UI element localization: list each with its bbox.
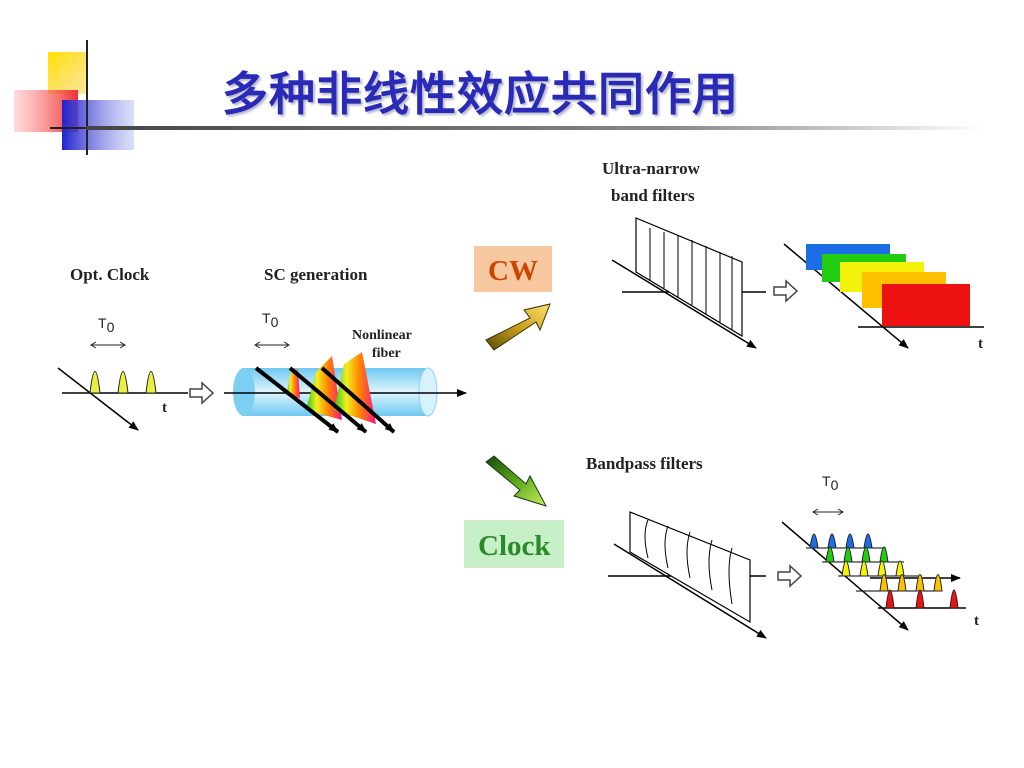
bandpass-label: Bandpass filters (586, 454, 703, 473)
filter-bank (635, 217, 743, 338)
pulse-row-blue (809, 533, 873, 549)
clock-box (464, 520, 564, 568)
opt-clock-group: Opt. Clock T0 t (57, 265, 188, 431)
fiber-label: fiber (372, 346, 401, 361)
diag-axis (783, 243, 909, 349)
filter-bank (629, 511, 751, 624)
fiber-end (233, 368, 255, 416)
ultra-narrow-filters-group: Ultra-narrow band filters t (602, 159, 984, 352)
diag-axis (57, 367, 139, 431)
nonlinear-fiber-label: Nonlinear (352, 328, 412, 343)
arrow-right-hollow (189, 381, 215, 405)
t0-label-3: T0 (822, 473, 839, 493)
sc-generation-group: SC generation T0 Nonlinear fiber (224, 265, 467, 434)
t0-label-1: T0 (98, 315, 115, 335)
diag-axis (613, 543, 767, 639)
clock-pulse (117, 371, 129, 394)
sc-generation-label: SC generation (264, 265, 368, 284)
clock-pulse (89, 371, 101, 394)
pulse-row-red (885, 589, 959, 609)
clock-pulse (145, 371, 157, 394)
pulse-row-orange (879, 574, 943, 592)
pulse-row-green (825, 546, 889, 563)
title-rule (86, 126, 986, 130)
bandpass-filters-group: Bandpass filters T0 (586, 454, 979, 639)
cw-box (474, 246, 552, 292)
band-filters-label: band filters (611, 186, 695, 205)
t0-label-2: T0 (262, 310, 279, 330)
cw-channel-red (882, 284, 970, 326)
arrow-down-right-green (485, 455, 548, 507)
opt-clock-label: Opt. Clock (70, 265, 150, 284)
corner-decoration (14, 40, 160, 155)
t-axis-label: t (978, 336, 983, 352)
clock-label: Clock (478, 530, 551, 562)
arrow-up-right-gold (485, 303, 551, 351)
pulse-row-yellow (841, 560, 905, 577)
t-axis-label: t (974, 613, 979, 629)
arrow-right-hollow (777, 564, 803, 588)
cw-label: CW (488, 255, 538, 287)
arrow-right-hollow (773, 279, 799, 303)
diag-axis (611, 259, 757, 349)
page-title: 多种非线性效应共同作用 (222, 67, 739, 121)
t-axis-label: t (162, 400, 167, 416)
ultra-narrow-label: Ultra-narrow (602, 159, 701, 178)
